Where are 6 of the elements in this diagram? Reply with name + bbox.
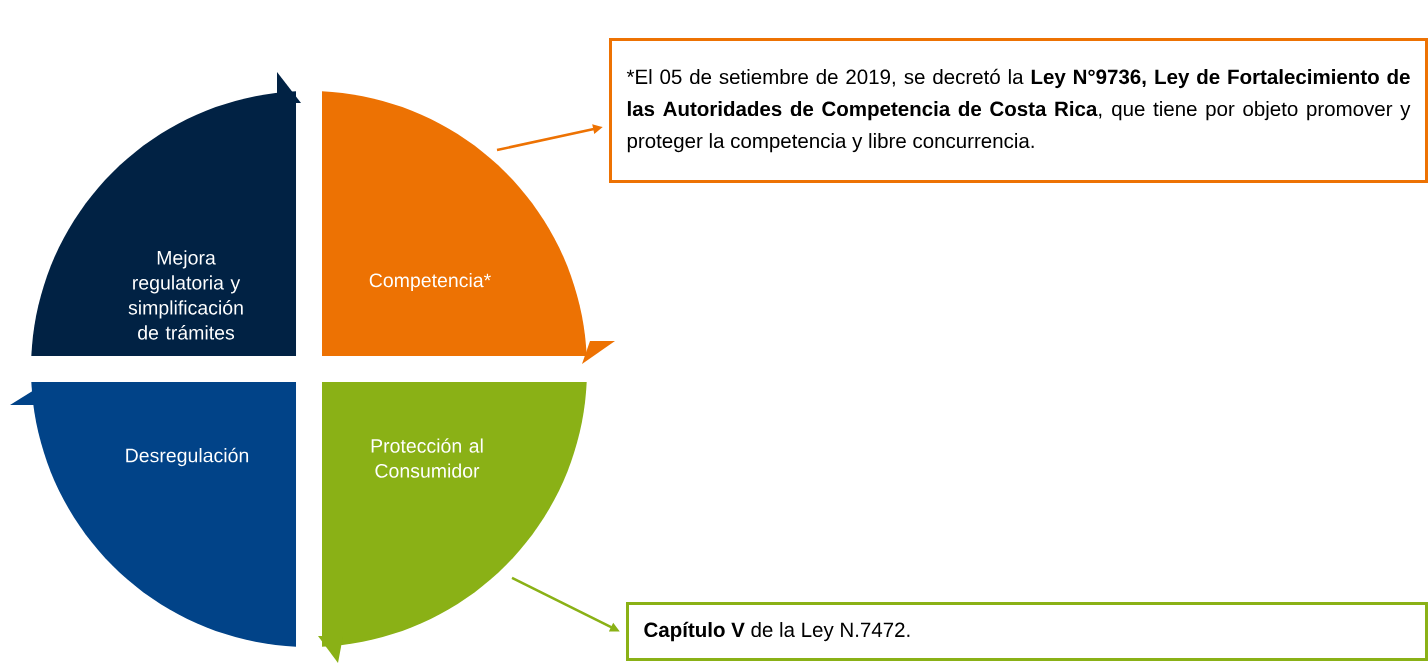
cycle-segment: Protección al Consumidor <box>318 382 587 663</box>
cycle-segment: Mejora regulatoria y simplificación de trámites <box>31 72 301 356</box>
text-box: Capítulo V de la Ley N.7472. <box>626 602 1428 661</box>
cycle-segment: Competencia* <box>322 91 615 364</box>
text-box: *El 05 de setiembre de 2019, se decretó la Ley N°9736, Ley de Fortalecimiento de las Autoridades de Competencia de Costa Rica, que tiene por objeto promover y proteger la competencia y libre concurrencia. <box>609 38 1428 183</box>
cycle-segment: Desregulación <box>10 382 296 647</box>
